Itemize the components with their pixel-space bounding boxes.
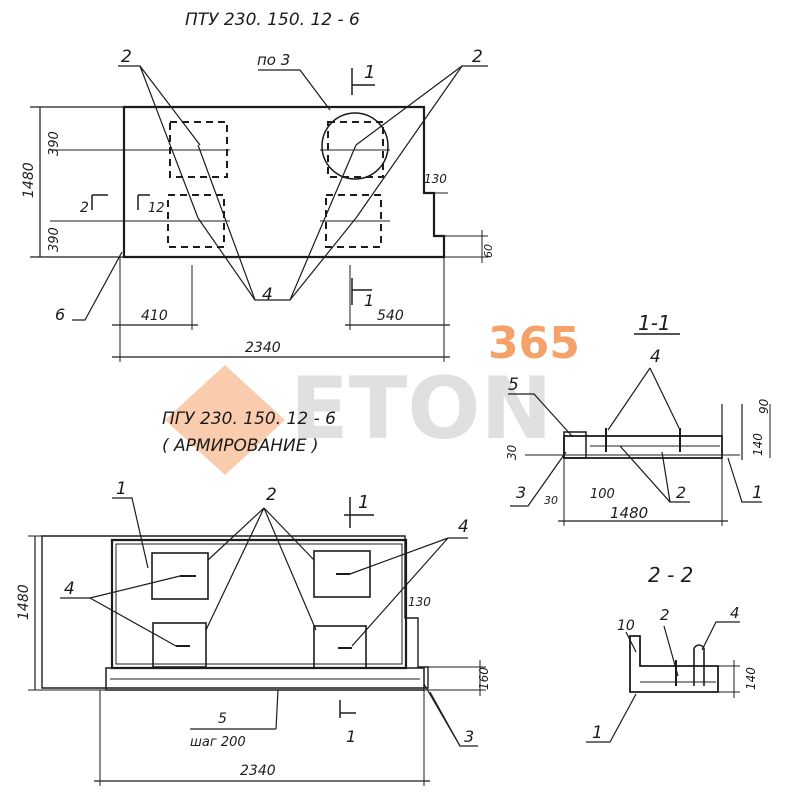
section-2-label: 2 bbox=[80, 200, 89, 216]
callout-2: 2 bbox=[121, 47, 132, 67]
embedded-plate-dashed bbox=[325, 194, 382, 248]
section-2-label: 12 bbox=[148, 201, 165, 216]
reinforcement-subtitle: ( АРМИРОВАНИЕ ) bbox=[162, 436, 319, 456]
embedded-plate bbox=[152, 622, 207, 668]
top-view-title: ПТУ 230. 150. 12 - 6 bbox=[185, 10, 360, 30]
embedded-plate bbox=[313, 625, 367, 669]
step-label: шаг 200 bbox=[190, 735, 246, 750]
section-1-1-title: 1-1 bbox=[638, 311, 671, 335]
dim-130: 130 bbox=[408, 595, 431, 609]
dim-410: 410 bbox=[141, 308, 168, 324]
section-2-2-title: 2 - 2 bbox=[648, 563, 693, 587]
callout-2: 2 bbox=[266, 485, 277, 505]
dim-90: 90 bbox=[757, 398, 771, 414]
dim-540: 540 bbox=[377, 308, 404, 324]
watermark-logo-icon bbox=[165, 365, 285, 475]
callout-3: 3 bbox=[464, 727, 474, 746]
reinforcement-title: ПГУ 230. 150. 12 - 6 bbox=[162, 409, 336, 429]
watermark-number: 365 bbox=[488, 318, 580, 369]
section-1-label: 1 bbox=[364, 62, 375, 83]
callout-1: 1 bbox=[752, 483, 763, 503]
reinforcement-view: ПГУ 230. 150. 12 - 6 ( АРМИРОВАНИЕ ) 148… bbox=[16, 409, 491, 786]
dim-130: 130 bbox=[424, 172, 447, 186]
section-edge-rib bbox=[563, 431, 587, 459]
dim-390: 390 bbox=[47, 227, 62, 252]
edge-strip bbox=[105, 667, 425, 691]
callout-2: 2 bbox=[676, 483, 686, 502]
callout-6: 6 bbox=[55, 305, 65, 324]
section-1-label: 1 bbox=[364, 291, 374, 310]
section-1-1: 1-1 1480 30 30 100 140 90 5 4 3 2 1 bbox=[505, 311, 771, 526]
dim-1480: 1480 bbox=[610, 504, 648, 522]
dim-100: 100 bbox=[590, 487, 615, 502]
embedded-plate bbox=[313, 550, 371, 598]
callout-1: 1 bbox=[592, 723, 603, 743]
dim-140: 140 bbox=[744, 667, 758, 690]
detail-circle bbox=[321, 112, 389, 180]
callout-4: 4 bbox=[730, 604, 740, 622]
watermark: 365 ETON bbox=[165, 318, 580, 475]
dim-390: 390 bbox=[47, 131, 62, 156]
watermark-word: ETON bbox=[290, 359, 553, 459]
dim-140: 140 bbox=[751, 433, 765, 456]
callout-3: 3 bbox=[516, 483, 526, 502]
dim-160: 160 bbox=[477, 667, 491, 690]
dim-30: 30 bbox=[505, 444, 519, 460]
callout-5: 5 bbox=[218, 711, 227, 727]
top-view: ПТУ 230. 150. 12 - 6 1480 390 390 130 60 bbox=[21, 10, 495, 362]
dim-1480: 1480 bbox=[21, 162, 37, 198]
callout-4: 4 bbox=[650, 347, 661, 367]
slab-outline bbox=[122, 105, 446, 259]
callout-2: 2 bbox=[660, 606, 670, 624]
dim-2340: 2340 bbox=[240, 763, 276, 779]
embedded-plate bbox=[151, 552, 209, 600]
callout-5: 5 bbox=[508, 375, 519, 395]
section-2-2: 2 - 2 140 10 2 4 1 bbox=[586, 563, 758, 743]
section-1-label: 1 bbox=[358, 492, 369, 513]
section-1-label: 1 bbox=[346, 727, 356, 746]
callout-1: 1 bbox=[116, 479, 127, 499]
callout-4: 4 bbox=[458, 517, 469, 537]
embedded-plate-dashed bbox=[167, 194, 225, 248]
callout-4: 4 bbox=[64, 579, 75, 599]
dim-1480: 1480 bbox=[16, 584, 32, 620]
callout-pos3: по 3 bbox=[257, 51, 290, 69]
dim-60: 60 bbox=[482, 244, 495, 258]
callout-2: 2 bbox=[472, 47, 483, 67]
callout-4: 4 bbox=[262, 285, 273, 305]
dim-2340: 2340 bbox=[245, 340, 281, 356]
reinforcement-frame bbox=[110, 538, 408, 670]
dim-30: 30 bbox=[544, 494, 558, 507]
callout-10: 10 bbox=[617, 618, 635, 634]
